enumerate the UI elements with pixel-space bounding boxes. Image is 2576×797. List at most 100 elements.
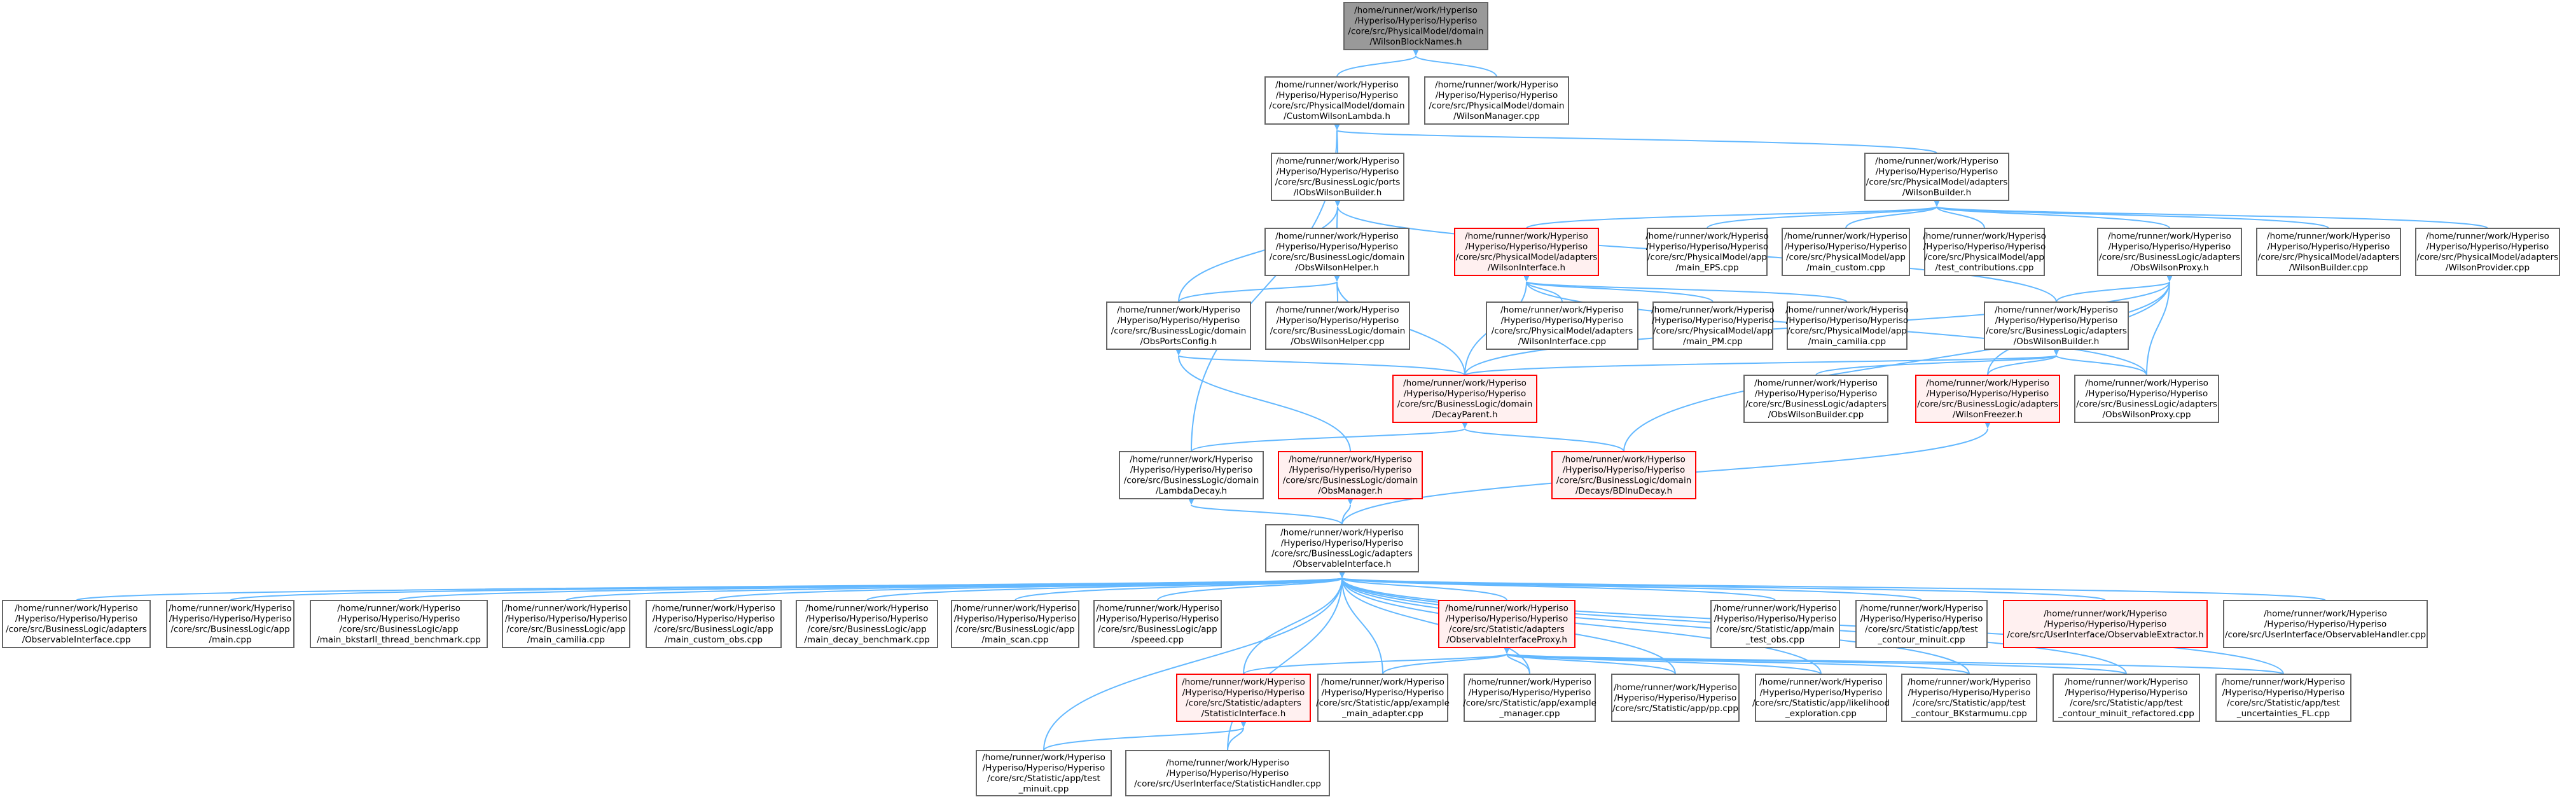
edge-n26-n45: [1338, 571, 1970, 675]
file-path-line: /core/src/UserInterface/ObservableExtrac…: [2007, 630, 2203, 640]
file-path-line: /Hyperiso/Hyperiso/Hyperiso: [954, 614, 1076, 624]
file-path-line: /speeed.cpp: [1132, 635, 1184, 645]
file-node-n18[interactable]: /home/runner/work/Hyperiso/Hyperiso/Hype…: [1984, 301, 2129, 350]
file-path-line: /home/runner/work/Hyperiso: [1645, 232, 1769, 242]
file-node-n7[interactable]: /home/runner/work/Hyperiso/Hyperiso/Hype…: [1645, 228, 1769, 276]
file-node-n27[interactable]: /home/runner/work/Hyperiso/Hyperiso/Hype…: [2, 600, 151, 648]
file-node-n19[interactable]: /home/runner/work/Hyperiso/Hyperiso/Hype…: [1392, 375, 1537, 423]
file-node-n6[interactable]: /home/runner/work/Hyperiso/Hyperiso/Hype…: [1454, 228, 1599, 276]
file-path-line: _manager.cpp: [1499, 709, 1560, 719]
file-node-n2[interactable]: /home/runner/work/Hyperiso/Hyperiso/Hype…: [1424, 76, 1569, 125]
file-path-line: /home/runner/work/Hyperiso: [2085, 378, 2208, 389]
file-path-line: /home/runner/work/Hyperiso: [1784, 232, 1908, 242]
file-node-n26[interactable]: /home/runner/work/Hyperiso/Hyperiso/Hype…: [1265, 524, 1419, 572]
file-node-n25[interactable]: /home/runner/work/Hyperiso/Hyperiso/Hype…: [1551, 451, 1696, 499]
file-path-line: /main_custom.cpp: [1806, 263, 1885, 273]
file-node-n30[interactable]: /home/runner/work/Hyperiso/Hyperiso/Hype…: [502, 600, 630, 648]
file-node-n0[interactable]: /home/runner/work/Hyperiso/Hyperiso/Hype…: [1343, 2, 1488, 50]
file-node-n48[interactable]: /home/runner/work/Hyperiso/Hyperiso/Hype…: [976, 750, 1112, 796]
file-node-n3[interactable]: /home/runner/work/Hyperiso/Hyperiso/Hype…: [1271, 153, 1404, 201]
file-node-n14[interactable]: /home/runner/work/Hyperiso/Hyperiso/Hype…: [1265, 301, 1410, 350]
file-path-line: /core/src/PhysicalModel/adapters: [2417, 253, 2558, 263]
file-node-box: [1119, 451, 1264, 499]
file-node-n41[interactable]: /home/runner/work/Hyperiso/Hyperiso/Hype…: [1316, 674, 1450, 722]
file-node-n13[interactable]: /home/runner/work/Hyperiso/Hyperiso/Hype…: [1106, 301, 1251, 350]
file-node-n33[interactable]: /home/runner/work/Hyperiso/Hyperiso/Hype…: [951, 600, 1079, 648]
file-node-n32[interactable]: /home/runner/work/Hyperiso/Hyperiso/Hype…: [796, 600, 938, 648]
file-node-n29[interactable]: /home/runner/work/Hyperiso/Hyperiso/Hype…: [310, 600, 488, 648]
file-path-line: /home/runner/work/Hyperiso: [1923, 232, 2046, 242]
file-path-line: /main.cpp: [209, 635, 251, 645]
file-path-line: /home/runner/work/Hyperiso: [1785, 305, 1909, 315]
file-path-line: /ObsWilsonProxy.cpp: [2102, 410, 2191, 420]
file-path-line: /Hyperiso/Hyperiso/Hyperiso: [1289, 465, 1411, 475]
file-path-line: /Hyperiso/Hyperiso/Hyperiso: [1118, 315, 1240, 326]
file-node-n15[interactable]: /home/runner/work/Hyperiso/Hyperiso/Hype…: [1486, 301, 1638, 350]
file-node-n10[interactable]: /home/runner/work/Hyperiso/Hyperiso/Hype…: [2097, 228, 2242, 276]
file-path-line: /home/runner/work/Hyperiso: [2044, 609, 2167, 619]
file-node-n22[interactable]: /home/runner/work/Hyperiso/Hyperiso/Hype…: [2074, 375, 2219, 423]
file-node-n40[interactable]: /home/runner/work/Hyperiso/Hyperiso/Hype…: [1176, 674, 1311, 722]
file-node-box: [1864, 153, 2009, 201]
file-node-n12[interactable]: /home/runner/work/Hyperiso/Hyperiso/Hype…: [2415, 228, 2560, 276]
file-path-line: /Hyperiso/Hyperiso/Hyperiso: [1501, 315, 1623, 326]
edge-n40-n49: [1227, 720, 1247, 751]
file-node-n38[interactable]: /home/runner/work/Hyperiso/Hyperiso/Hype…: [2003, 600, 2208, 648]
edge-n26-n39: [1338, 571, 2326, 601]
file-path-line: /Hyperiso/Hyperiso/Hyperiso: [1714, 614, 1836, 624]
file-node-box: [1743, 375, 1888, 423]
edge-n35-n40: [1243, 646, 1511, 675]
file-node-box: [1317, 674, 1448, 722]
file-node-n5[interactable]: /home/runner/work/Hyperiso/Hyperiso/Hype…: [1264, 228, 1409, 276]
file-node-n4[interactable]: /home/runner/work/Hyperiso/Hyperiso/Hype…: [1864, 153, 2009, 201]
file-node-n34[interactable]: /home/runner/work/Hyperiso/Hyperiso/Hype…: [1093, 600, 1222, 648]
file-node-box: [1782, 228, 1910, 276]
file-node-n21[interactable]: /home/runner/work/Hyperiso/Hyperiso/Hype…: [1915, 375, 2060, 423]
file-path-line: /core/src/BusinessLogic/app: [339, 625, 458, 635]
file-node-n11[interactable]: /home/runner/work/Hyperiso/Hyperiso/Hype…: [2256, 228, 2401, 276]
file-node-n46[interactable]: /home/runner/work/Hyperiso/Hyperiso/Hype…: [2053, 674, 2200, 722]
edge-n18-n19: [1464, 348, 2060, 376]
file-node-n44[interactable]: /home/runner/work/Hyperiso/Hyperiso/Hype…: [1752, 674, 1890, 722]
file-path-line: /home/runner/work/Hyperiso: [1289, 455, 1412, 465]
file-node-n23[interactable]: /home/runner/work/Hyperiso/Hyperiso/Hype…: [1119, 451, 1264, 499]
file-node-box: [1486, 301, 1638, 350]
file-node-n35[interactable]: /home/runner/work/Hyperiso/Hyperiso/Hype…: [1438, 600, 1575, 648]
file-node-n42[interactable]: /home/runner/work/Hyperiso/Hyperiso/Hype…: [1463, 674, 1596, 722]
file-node-n36[interactable]: /home/runner/work/Hyperiso/Hyperiso/Hype…: [1710, 600, 1840, 648]
file-path-line: /Hyperiso/Hyperiso/Hyperiso: [1876, 167, 1998, 177]
file-path-line: /core/src/PhysicalModel/adapters: [1492, 326, 1633, 336]
file-path-line: /Hyperiso/Hyperiso/Hyperiso: [2109, 242, 2231, 252]
file-node-box: [951, 600, 1079, 648]
file-path-line: /main_PM.cpp: [1683, 336, 1743, 347]
file-node-box: [1106, 301, 1251, 350]
file-path-line: /home/runner/work/Hyperiso: [2426, 232, 2549, 242]
edge-n35-n41: [1382, 646, 1511, 675]
file-node-n49[interactable]: /home/runner/work/Hyperiso/Hyperiso/Hype…: [1125, 750, 1330, 796]
file-path-line: /core/src/Statistic/app/test: [987, 773, 1100, 784]
file-node-n1[interactable]: /home/runner/work/Hyperiso/Hyperiso/Hype…: [1264, 76, 1409, 125]
file-node-n45[interactable]: /home/runner/work/Hyperiso/Hyperiso/Hype…: [1901, 674, 2037, 722]
file-node-n8[interactable]: /home/runner/work/Hyperiso/Hyperiso/Hype…: [1782, 228, 1910, 276]
edge-n26-n35: [1338, 571, 1507, 601]
file-node-n28[interactable]: /home/runner/work/Hyperiso/Hyperiso/Hype…: [166, 600, 294, 648]
edge-n35-n43: [1503, 646, 1676, 675]
file-node-n20[interactable]: /home/runner/work/Hyperiso/Hyperiso/Hype…: [1743, 375, 1888, 423]
file-path-line: /home/runner/work/Hyperiso: [2222, 677, 2345, 688]
file-node-n37[interactable]: /home/runner/work/Hyperiso/Hyperiso/Hype…: [1855, 600, 1988, 648]
file-node-n43[interactable]: /home/runner/work/Hyperiso/Hyperiso/Hype…: [1611, 674, 1740, 722]
edge-n5-n13: [1178, 274, 1341, 303]
file-path-line: /Hyperiso/Hyperiso/Hyperiso: [2086, 389, 2208, 399]
file-node-n17[interactable]: /home/runner/work/Hyperiso/Hyperiso/Hype…: [1785, 301, 1909, 350]
file-node-n24[interactable]: /home/runner/work/Hyperiso/Hyperiso/Hype…: [1278, 451, 1423, 499]
file-node-n31[interactable]: /home/runner/work/Hyperiso/Hyperiso/Hype…: [646, 600, 782, 648]
file-node-n9[interactable]: /home/runner/work/Hyperiso/Hyperiso/Hype…: [1923, 228, 2046, 276]
file-node-n39[interactable]: /home/runner/work/Hyperiso/Hyperiso/Hype…: [2223, 600, 2428, 648]
file-node-box: [646, 600, 782, 648]
file-path-line: /home/runner/work/Hyperiso: [1182, 677, 1305, 688]
file-node-box: [166, 600, 294, 648]
file-path-line: /core/src/Statistic/app/test: [2227, 698, 2340, 709]
file-node-n47[interactable]: /home/runner/work/Hyperiso/Hyperiso/Hype…: [2215, 674, 2351, 722]
file-node-n16[interactable]: /home/runner/work/Hyperiso/Hyperiso/Hype…: [1651, 301, 1775, 350]
file-path-line: /ObsWilsonHelper.h: [1295, 263, 1378, 273]
